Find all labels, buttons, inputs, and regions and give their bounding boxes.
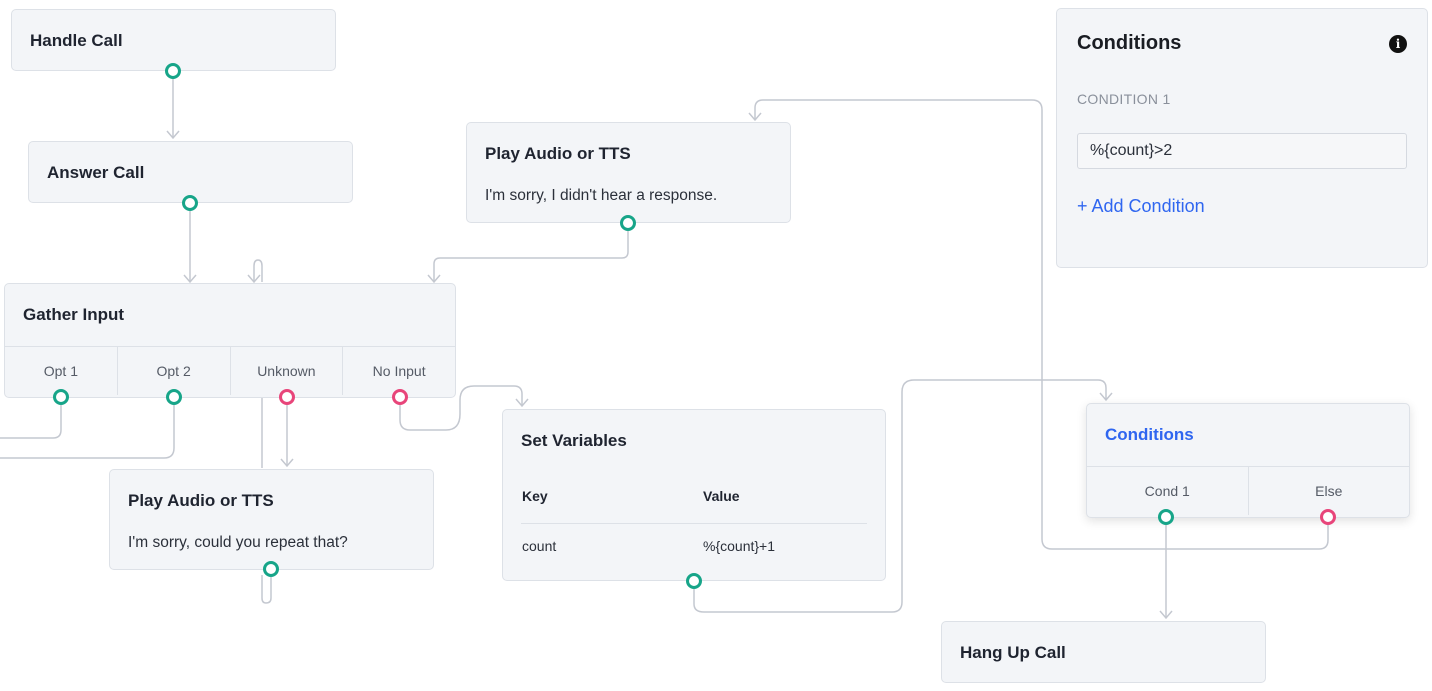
info-icon[interactable]: i <box>1389 35 1407 53</box>
node-conditions[interactable]: Conditions Cond 1 Else <box>1086 403 1410 518</box>
variable-key: count <box>522 538 557 554</box>
port-else[interactable]: Else <box>1315 483 1343 499</box>
node-title: Conditions <box>1105 425 1194 444</box>
node-tts-text: I'm sorry, could you repeat that? <box>128 534 348 551</box>
port-cond-1[interactable]: Cond 1 <box>1087 467 1249 515</box>
output-handle-opt-2[interactable] <box>166 389 182 405</box>
node-title: Gather Input <box>23 305 125 324</box>
node-title: Handle Call <box>30 31 123 50</box>
output-handle-opt-1[interactable] <box>53 389 69 405</box>
node-title: Hang Up Call <box>960 643 1066 662</box>
node-title: Play Audio or TTS <box>485 144 631 163</box>
add-condition-button[interactable]: + Add Condition <box>1077 196 1205 216</box>
wire-answer-to-gather <box>183 210 197 284</box>
node-set-variables[interactable]: Set Variables Key Value count %{count}+1 <box>502 409 886 581</box>
node-tts-text: I'm sorry, I didn't hear a response. <box>485 187 718 204</box>
panel-title: Conditions <box>1077 32 1182 54</box>
wire-cond1-to-hangup <box>1159 525 1173 620</box>
wire-noresponse-to-gather <box>427 231 629 284</box>
output-handle[interactable] <box>263 561 279 577</box>
port-row: Cond 1 Else <box>1087 466 1409 515</box>
condition-input[interactable] <box>1077 133 1407 169</box>
wire-opt2-out <box>0 405 175 459</box>
port-no-input[interactable]: No Input <box>372 363 426 379</box>
column-header-value: Value <box>703 488 740 504</box>
wire-repeat-loop <box>261 575 272 604</box>
node-play-audio-no-response[interactable]: Play Audio or TTS I'm sorry, I didn't he… <box>466 122 791 223</box>
port-row: Opt 1 Opt 2 Unknown No Input <box>5 346 455 395</box>
conditions-panel: Conditions i CONDITION 1 + Add Condition <box>1056 8 1428 268</box>
port-opt-1[interactable]: Opt 1 <box>5 347 118 395</box>
output-handle-else[interactable] <box>1320 509 1336 525</box>
node-title: Answer Call <box>47 163 145 182</box>
wire-unknown-to-repeat <box>261 398 294 468</box>
node-handle-call[interactable]: Handle Call <box>11 9 336 71</box>
output-handle[interactable] <box>620 215 636 231</box>
output-handle[interactable] <box>182 195 198 211</box>
output-handle-unknown[interactable] <box>279 389 295 405</box>
wire-gather-loop-in <box>247 259 263 284</box>
variable-value: %{count}+1 <box>703 538 776 554</box>
node-answer-call[interactable]: Answer Call <box>28 141 353 203</box>
node-play-audio-repeat[interactable]: Play Audio or TTS I'm sorry, could you r… <box>109 469 434 570</box>
column-header-key: Key <box>522 488 548 504</box>
port-opt-2[interactable]: Opt 2 <box>118 347 231 395</box>
wire-opt1-out <box>0 405 62 439</box>
wire-handle-to-answer <box>166 78 180 140</box>
port-unknown[interactable]: Unknown <box>231 347 344 395</box>
node-title: Play Audio or TTS <box>128 491 274 510</box>
output-handle-cond-1[interactable] <box>1158 509 1174 525</box>
condition-label: CONDITION 1 <box>1077 91 1171 107</box>
node-hang-up-call[interactable]: Hang Up Call <box>941 621 1266 683</box>
output-handle-no-input[interactable] <box>392 389 408 405</box>
output-handle[interactable] <box>686 573 702 589</box>
output-handle[interactable] <box>165 63 181 79</box>
node-gather-input[interactable]: Gather Input Opt 1 Opt 2 Unknown No Inpu… <box>4 283 456 398</box>
node-title: Set Variables <box>521 431 627 450</box>
table-divider <box>521 523 867 524</box>
